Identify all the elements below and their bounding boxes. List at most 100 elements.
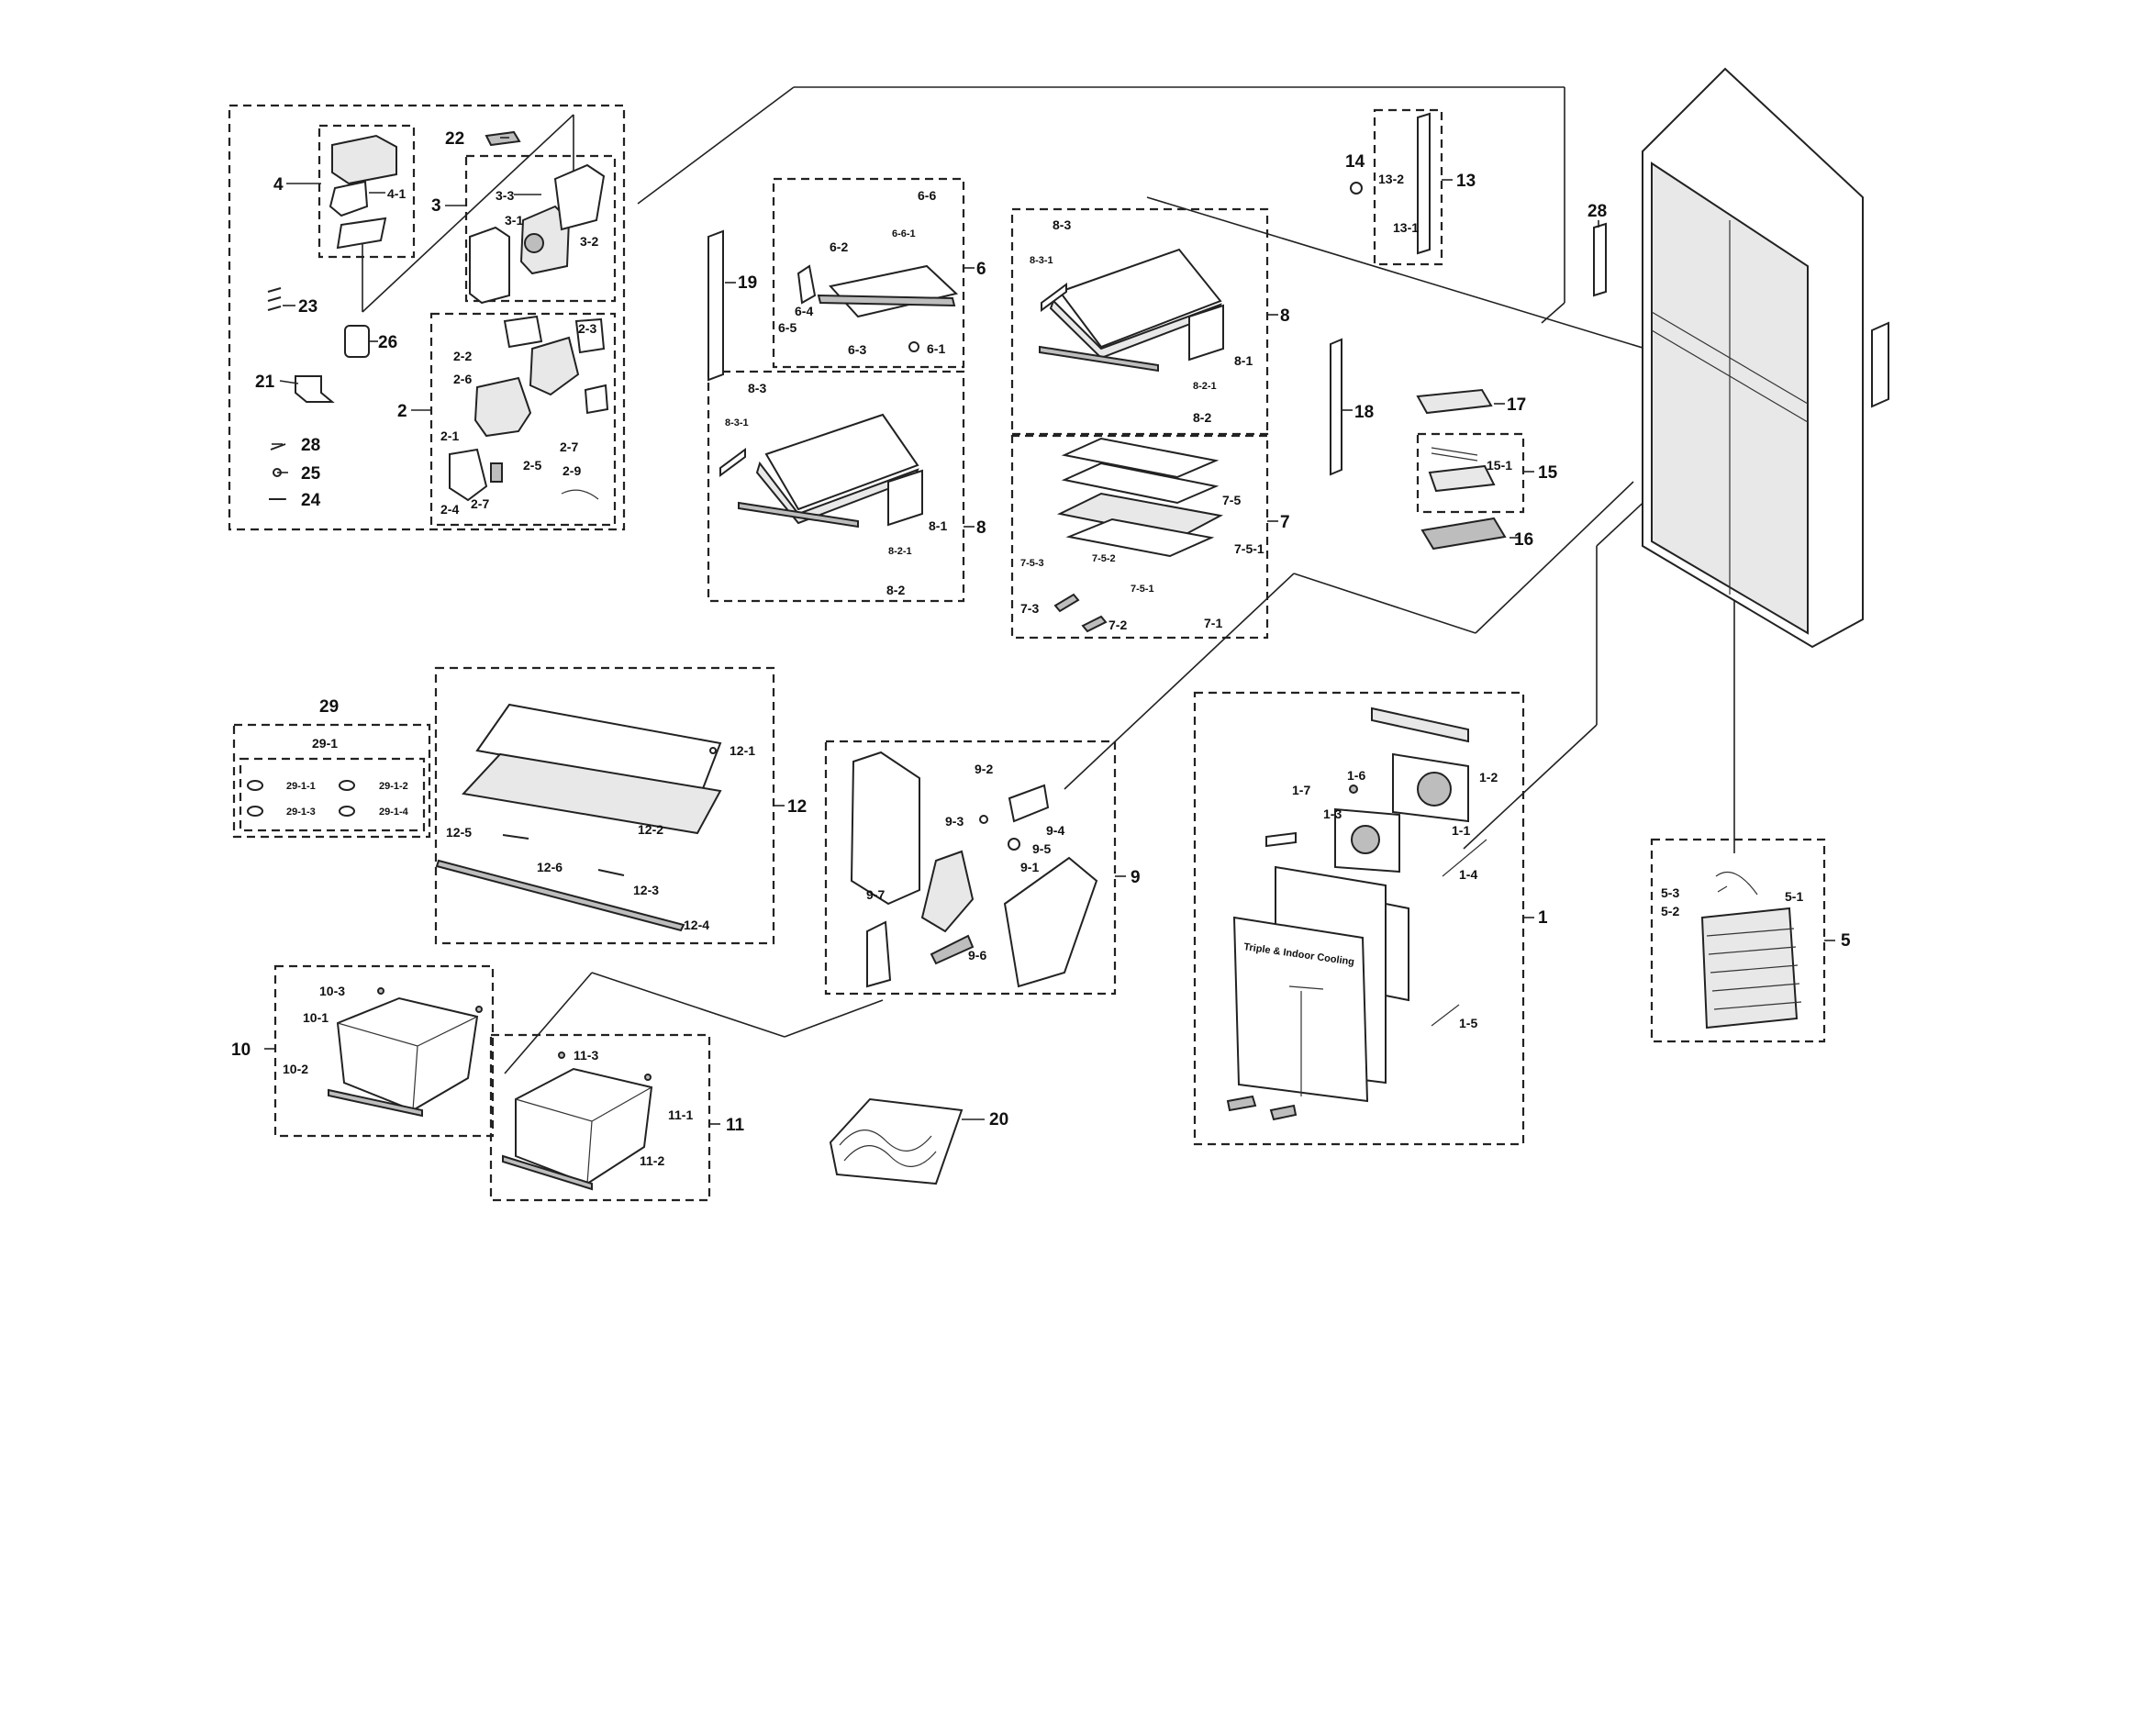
part-4-drawing [329,134,397,250]
label-part-2-9: 2-9 [563,463,581,478]
label-part-20: 20 [989,1110,1008,1130]
label-part-28: 28 [1587,202,1607,221]
label-part-1-4: 1-4 [1459,867,1477,882]
part-7-drawing [1053,437,1223,633]
group-box-4 [317,124,416,259]
small-hardware-drawing [267,287,286,500]
label-part-13: 13 [1456,172,1476,191]
part-1-drawing [1226,707,1487,1121]
label-part-11-1: 11-1 [668,1107,693,1122]
part-18-drawing [1330,338,1342,476]
label-part-1-1: 1-1 [1452,823,1470,838]
label-part-5: 5 [1841,931,1851,951]
label-part-2-6: 2-6 [453,372,472,386]
group-box-10 [273,964,495,1138]
group-box-29-1 [239,757,426,832]
label-part-8-3-1-top: 8-3-1 [1030,255,1053,266]
label-part-7-5-2: 7-5-2 [1092,553,1116,564]
label-part-8-2-1-bottom: 8-2-1 [888,546,912,557]
label-part-11: 11 [726,1116,745,1135]
label-part-6-2: 6-2 [830,239,848,254]
label-part-8-3-bottom: 8-3 [748,381,766,395]
label-part-13-2: 13-2 [1378,172,1404,186]
part-14-drawing [1350,182,1363,195]
label-part-15: 15 [1538,463,1558,483]
label-part-7-3: 7-3 [1020,601,1039,616]
group-box-29 [232,723,431,839]
label-part-8-3-top: 8-3 [1053,217,1071,232]
label-part-18: 18 [1354,403,1374,422]
label-part-29-1: 29-1 [312,736,338,751]
label-part-6-6-1: 6-6-1 [892,228,916,239]
label-part-13-1: 13-1 [1393,220,1419,235]
label-part-2-2: 2-2 [453,349,472,363]
label-part-8-3-1-bottom: 8-3-1 [725,417,749,428]
part-11-drawing [502,1052,653,1191]
part-8-top-drawing [1039,248,1224,373]
part-15-drawing [1428,447,1496,493]
label-part-8-1-bottom: 8-1 [929,518,947,533]
part-8-bottom-drawing [719,413,923,529]
label-part-6: 6 [976,260,986,279]
label-part-7-5-1: 7-5-1 [1131,584,1154,595]
label-part-3: 3 [431,196,441,216]
part-16-drawing [1420,517,1507,551]
label-part-6-1: 6-1 [927,341,945,356]
label-part-12-6: 12-6 [537,860,563,874]
part-29-drawing [247,780,355,817]
label-part-26: 26 [378,333,397,352]
part-17-drawing [1416,388,1493,415]
label-part-7-5: 7-5-1 [1234,541,1264,556]
part-6-drawing [797,264,959,352]
label-part-9-6: 9-6 [968,948,986,963]
label-part-2-1: 2-1 [440,428,459,443]
label-part-25: 25 [301,464,321,484]
label-part-17: 17 [1507,395,1526,415]
label-part-2-5: 2-5 [523,458,541,473]
group-box-8-bottom [707,370,965,603]
label-part-3-3: 3-3 [496,188,514,203]
part-26-drawing [344,325,370,358]
label-part-29-1-3: 29-1-3 [286,807,316,818]
label-part-9-5: 9-5 [1032,841,1051,856]
group-box-7 [1010,432,1269,640]
label-part-3-1: 3-1 [505,213,523,228]
label-part-29: 29 [319,697,339,717]
label-part-29-1-2: 29-1-2 [379,781,408,792]
label-part-22: 22 [445,129,464,149]
group-box-13 [1373,108,1443,266]
label-part-2-8: 2-7 [560,440,578,454]
label-part-6-5: 6-5 [778,320,797,335]
label-part-2-7: 2-7 [471,496,489,511]
part-5-drawing [1700,872,1802,1029]
label-part-7-5-3: 7-5-3 [1020,558,1044,569]
label-part-1-3: 1-3 [1323,807,1342,821]
label-part-12-3: 12-3 [633,883,659,897]
label-part-11-2: 11-2 [640,1153,664,1168]
leader-lines [264,137,1835,1125]
label-part-15-1: 15-1 [1487,458,1512,473]
label-part-7-2: 7-2 [1108,618,1127,632]
group-box-1 [1193,691,1525,1146]
part-9-drawing [850,751,1098,988]
label-part-2-3: 2-3 [578,321,596,336]
label-part-2-4: 2-4 [440,502,459,517]
label-part-1-6: 1-6 [1347,768,1365,783]
group-box-9 [824,740,1117,996]
label-part-14: 14 [1345,152,1365,172]
label-part-10-2: 10-2 [283,1062,308,1076]
label-part-9-1: 9-1 [1020,860,1039,874]
group-box-3 [464,154,617,303]
label-part-6-6: 6-6 [918,188,936,203]
label-part-1-5: 1-5 [1459,1016,1477,1030]
group-box-15 [1416,432,1525,514]
part-drawings [247,67,1889,1191]
part-2-drawing [449,315,609,502]
label-part-12: 12 [787,797,807,817]
label-part-10-3: 10-3 [319,984,345,998]
group-box-ice-maker [228,104,626,531]
label-part-5-2: 5-2 [1661,904,1679,918]
part-3-drawing [469,163,606,305]
group-box-6 [772,177,965,369]
group-box-2 [429,312,617,527]
